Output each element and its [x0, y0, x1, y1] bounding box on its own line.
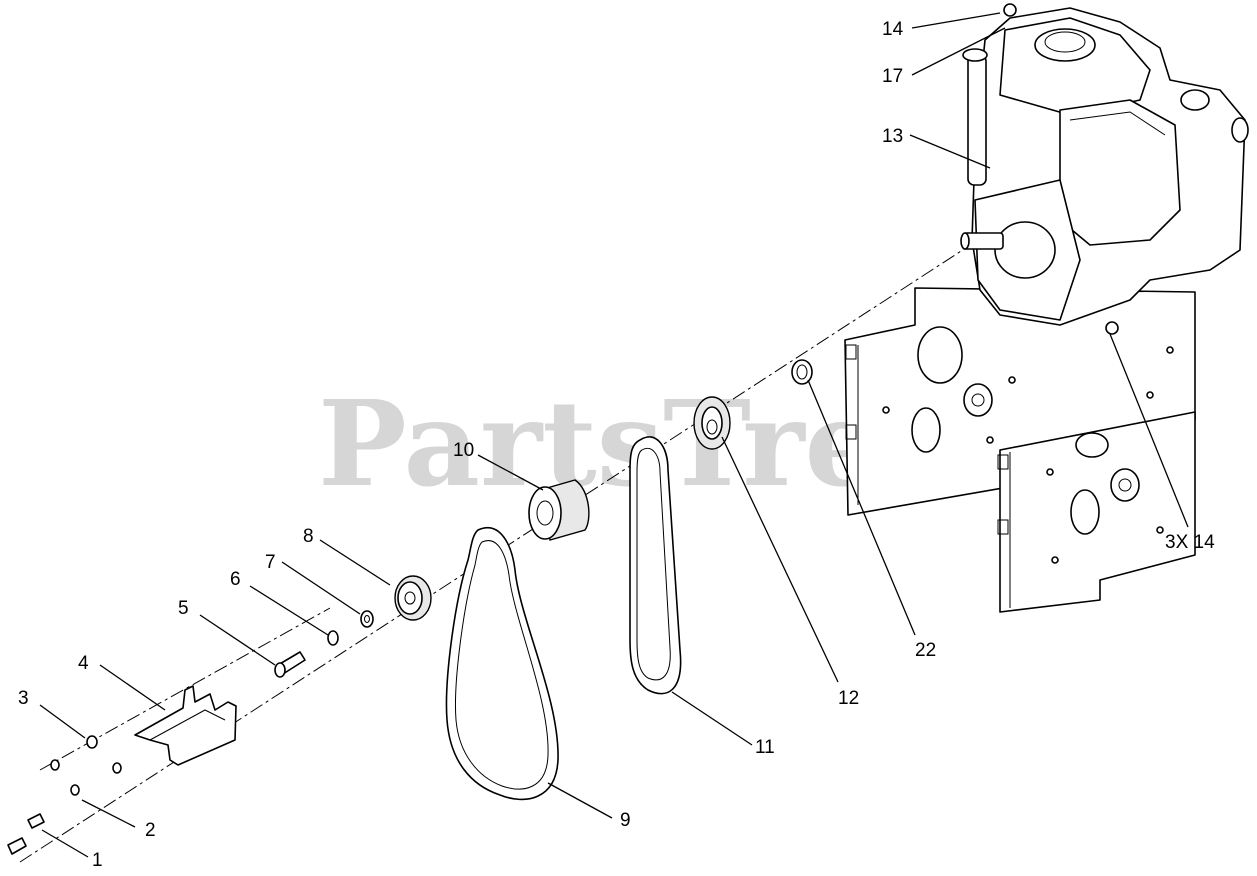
mounting-plate-rear — [844, 287, 1196, 516]
part-9-belt — [445, 527, 559, 801]
callout-10: 10 — [453, 440, 474, 461]
callout-7: 7 — [265, 552, 276, 573]
callout-labels: 1 2 3 4 5 6 7 8 9 10 11 12 13 14 17 22 3… — [18, 19, 1215, 871]
part-22-ring — [791, 359, 813, 385]
callout-14: 14 — [882, 19, 904, 40]
part-4-bracket — [134, 685, 237, 766]
part-3-washer — [86, 735, 98, 749]
part-11-belt — [629, 436, 682, 695]
callout-2: 2 — [145, 820, 156, 841]
mounting-plate-front — [997, 411, 1196, 613]
callout-4: 4 — [78, 653, 89, 674]
callout-3: 3 — [18, 688, 29, 709]
part-2-washers — [50, 759, 122, 796]
callout-9: 9 — [620, 810, 631, 831]
callout-8: 8 — [303, 526, 314, 547]
callout-22: 22 — [915, 640, 936, 661]
part-6-washer — [327, 630, 339, 646]
callout-17: 17 — [882, 66, 903, 87]
callout-12: 12 — [838, 688, 859, 709]
part-5-bolt — [274, 651, 306, 678]
engine-assembly — [960, 3, 1249, 335]
part-8-pulley — [394, 575, 432, 621]
callout-1: 1 — [92, 850, 103, 871]
callout-3x14: 3X 14 — [1165, 532, 1215, 553]
leader-lines — [39, 12, 1189, 858]
callout-6: 6 — [230, 569, 241, 590]
part-10-pulley — [528, 479, 590, 541]
part-12-pulley — [693, 396, 731, 450]
part-7-washer — [360, 610, 374, 628]
callout-5: 5 — [178, 598, 189, 619]
part-1-bolts — [7, 813, 45, 855]
callout-13: 13 — [882, 126, 903, 147]
callout-11: 11 — [755, 737, 775, 758]
